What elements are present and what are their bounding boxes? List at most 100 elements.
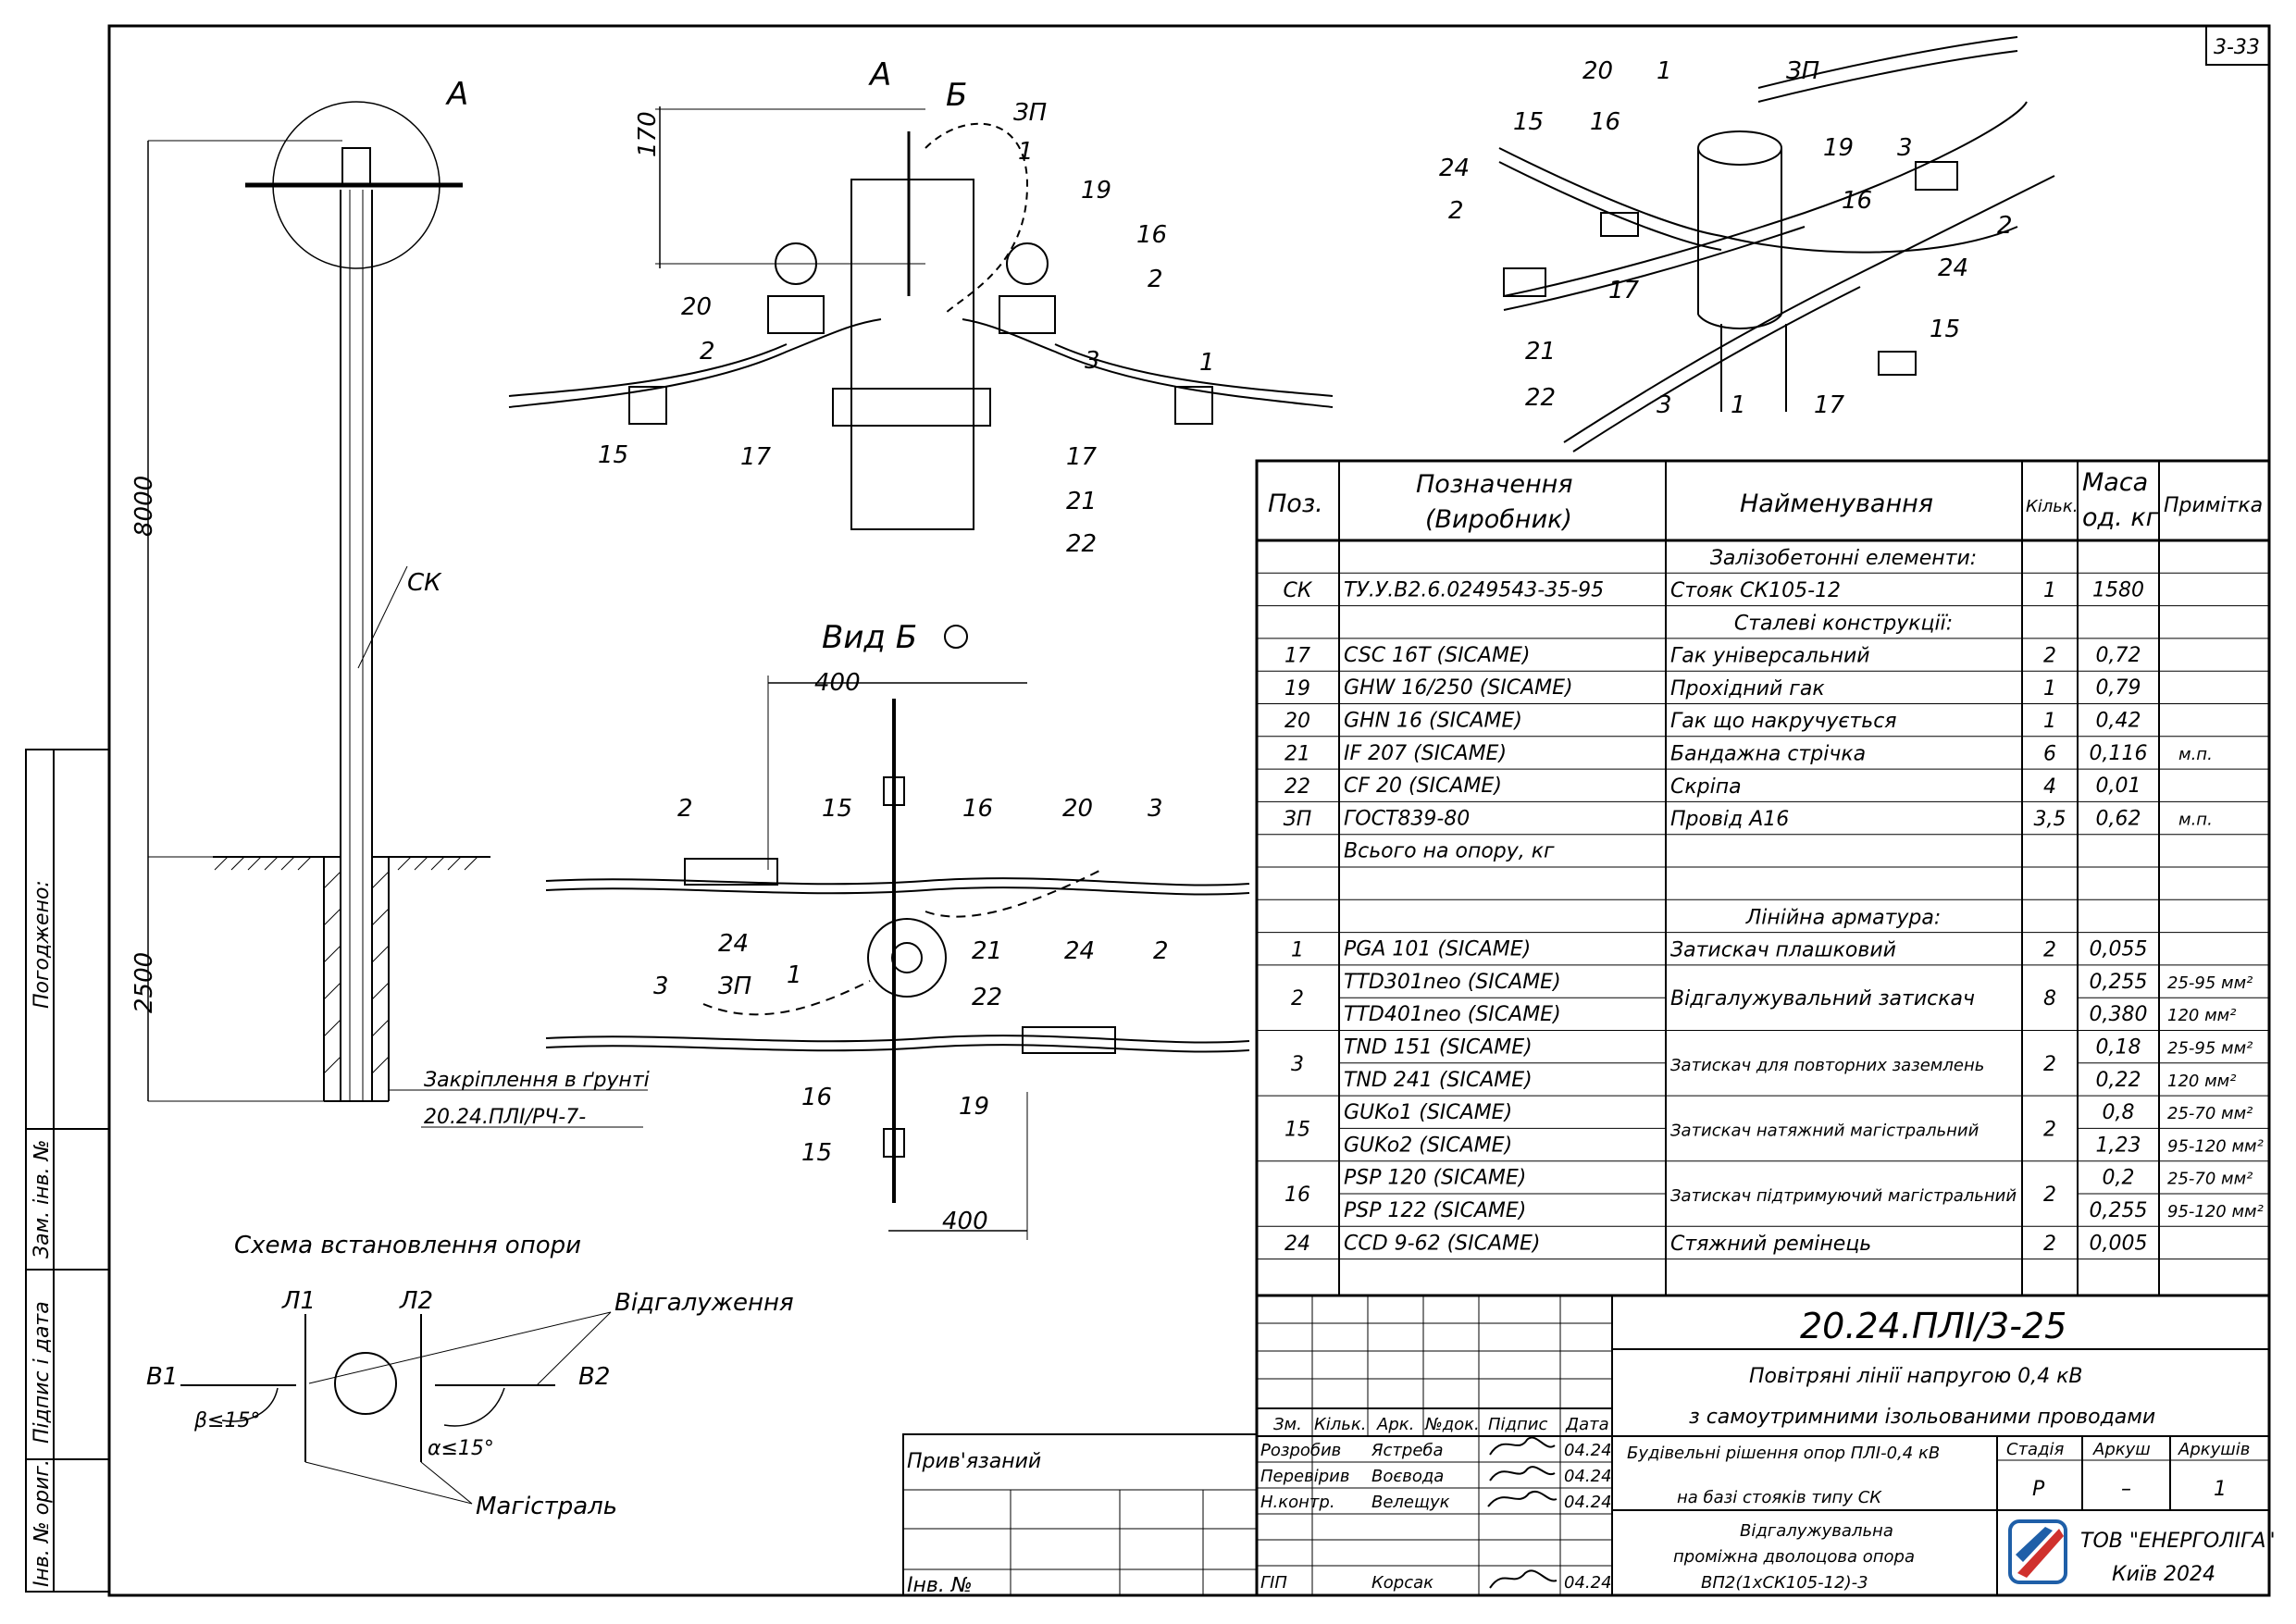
side-label-orig-inv: Інв. № ориг. (31, 1459, 54, 1587)
table-cell-qty: 2 (2043, 938, 2056, 961)
table-cell-note: 95-120 мм² (2167, 1136, 2264, 1156)
callout: 16 (801, 1084, 832, 1111)
side-stamp (25, 749, 110, 1593)
table-cell-name: Затискач натяжний магістральний (1670, 1121, 1980, 1140)
table-section-title: Залізобетонні елементи: (1710, 547, 1977, 570)
callout: 16 (1136, 221, 1167, 249)
signer-name: Корсак (1371, 1573, 1433, 1593)
table-cell-note: 25-70 мм² (2167, 1170, 2253, 1189)
table-cell-mass: 0,42 (2096, 710, 2141, 733)
table-cell-pos: 1 (1291, 938, 1304, 961)
plan-callouts: 2 15 16 20 3 24 1 ЗП 3 21 22 24 2 16 19 … (653, 795, 1169, 1167)
title-line1: Повітряні лінії напругою 0,4 кВ (1749, 1365, 2083, 1388)
sheet-label: Аркуш (2092, 1440, 2151, 1459)
callout: 3 (1657, 391, 1672, 419)
stamp-signers: Розробив Ястреба 04.24 Перевірив Воєвода… (1260, 1441, 1612, 1593)
table-cell-designation: ГОСТ839-80 (1344, 807, 1470, 830)
title-block (902, 1294, 2271, 1597)
support-line2: проміжна дволоцова опора (1673, 1547, 1915, 1567)
side-label-replaced-inv: Зам. інв. № (31, 1140, 54, 1259)
callout: 19 (959, 1093, 989, 1121)
callout: 2 (1153, 937, 1169, 965)
signer-role: Н.контр. (1260, 1493, 1335, 1512)
ground-hatch (214, 856, 478, 1074)
table-cell-pos: 24 (1285, 1233, 1310, 1256)
header-designation-2: (Виробник) (1425, 505, 1572, 534)
callout: 17 (1066, 443, 1098, 471)
table-cell-mass: 0,79 (2096, 676, 2141, 700)
view-a-label: А (868, 56, 891, 93)
signatures (1487, 1436, 1558, 1589)
section-line2: на базі стояків типу СК (1677, 1488, 1882, 1507)
dim-400-bottom: 400 (942, 1208, 988, 1235)
dim-height-top: 8000 (130, 476, 158, 537)
callout: 1 (1657, 57, 1672, 85)
stage-value: Р (2032, 1478, 2045, 1501)
header-note: Примітка (2164, 494, 2263, 517)
view-b-arrow-label: Б (946, 77, 967, 114)
company-logo (2008, 1519, 2067, 1584)
table-cell-qty: 6 (2043, 742, 2056, 765)
sheet-value: – (2121, 1478, 2131, 1501)
table-cell-note: м.п. (2178, 810, 2213, 829)
stamp-header: Кільк. (1314, 1415, 1367, 1434)
table-cell-mass: 1580 (2092, 578, 2144, 601)
table-cell-qty: 2 (2043, 645, 2056, 668)
table-cell-name: Стяжний ремінець (1670, 1233, 1871, 1256)
table-cell-mass: 0,2 (2103, 1167, 2135, 1190)
table-cell-designation: GUKo2 (SICAME) (1344, 1134, 1512, 1157)
sheet-code: 3-33 (2214, 36, 2260, 59)
table-cell-designation: PGA 101 (SICAME) (1344, 938, 1531, 961)
callout: 2 (700, 338, 715, 366)
table-cell-pos: 19 (1285, 677, 1310, 700)
table-cell-mass: 0,18 (2096, 1036, 2141, 1060)
table-cell-qty: 1 (2043, 710, 2056, 733)
logo-blue-stripe (2016, 1527, 2053, 1562)
callout: 15 (822, 795, 852, 823)
table-cell-qty: 2 (2043, 1184, 2056, 1207)
table-cell-designation: Всього на опору, кг (1344, 840, 1555, 863)
callout: 24 (1439, 155, 1470, 182)
table-cell-mass: 0,255 (2090, 1199, 2148, 1222)
scheme-b2: В2 (578, 1363, 610, 1391)
signer-name: Ястреба (1371, 1441, 1444, 1460)
table-cell-qty: 1 (2043, 579, 2056, 602)
table-cell-designation: ТУ.У.В2.6.0249543-35-95 (1344, 578, 1604, 601)
callout: 24 (718, 930, 749, 958)
table-cell-designation: TND 241 (SICAME) (1344, 1069, 1533, 1092)
logo-red-stripe (2017, 1529, 2064, 1578)
table-cell-name: Прохідний гак (1670, 677, 1825, 700)
table-section-title: Лінійна арматура: (1745, 906, 1942, 929)
callout: ЗП (1013, 99, 1047, 127)
table-cell-mass: 0,62 (2096, 807, 2141, 830)
callout: 19 (1081, 177, 1111, 205)
stamp-header: Арк. (1376, 1415, 1414, 1434)
stamp-header: Зм. (1273, 1415, 1302, 1434)
header-designation-1: Позначення (1416, 470, 1573, 499)
callout: 21 (1525, 338, 1556, 366)
table-cell-designation: TND 151 (SICAME) (1344, 1036, 1533, 1060)
callout: 17 (1814, 391, 1845, 419)
sheets-value: 1 (2214, 1478, 2227, 1501)
table-cell-mass: 0,255 (2090, 971, 2148, 994)
callout: 3 (653, 973, 669, 1000)
stamp-header: №док. (1424, 1415, 1480, 1434)
front-callouts: ЗП 1 19 16 2 20 2 3 1 15 17 17 21 22 (598, 99, 1215, 558)
table-cell-note: 120 мм² (2167, 1006, 2236, 1025)
table-cell-designation: GUKo1 (SICAME) (1344, 1101, 1512, 1124)
callout: 1 (1199, 349, 1215, 377)
table-cell-designation: IF 207 (SICAME) (1344, 742, 1507, 765)
table-cell-mass: 0,116 (2090, 742, 2148, 765)
callout: 17 (1608, 277, 1640, 304)
sheets-label: Аркушів (2178, 1440, 2250, 1459)
table-cell-name: Стояк СК105-12 (1670, 579, 1841, 602)
signer-date: 04.24 (1564, 1573, 1612, 1593)
table-cell-name: Затискач плашковий (1670, 938, 1896, 961)
table-cell-qty: 1 (2043, 677, 2056, 700)
table-cell-designation: TTD301neo (SICAME) (1344, 971, 1561, 994)
callout: 2 (1448, 197, 1464, 225)
spec-table-header: Поз. Позначення (Виробник) Найменування … (1268, 468, 2263, 534)
callout: 1 (1731, 391, 1746, 419)
table-cell-name: Затискач підтримуючий магістральний (1670, 1186, 2017, 1206)
